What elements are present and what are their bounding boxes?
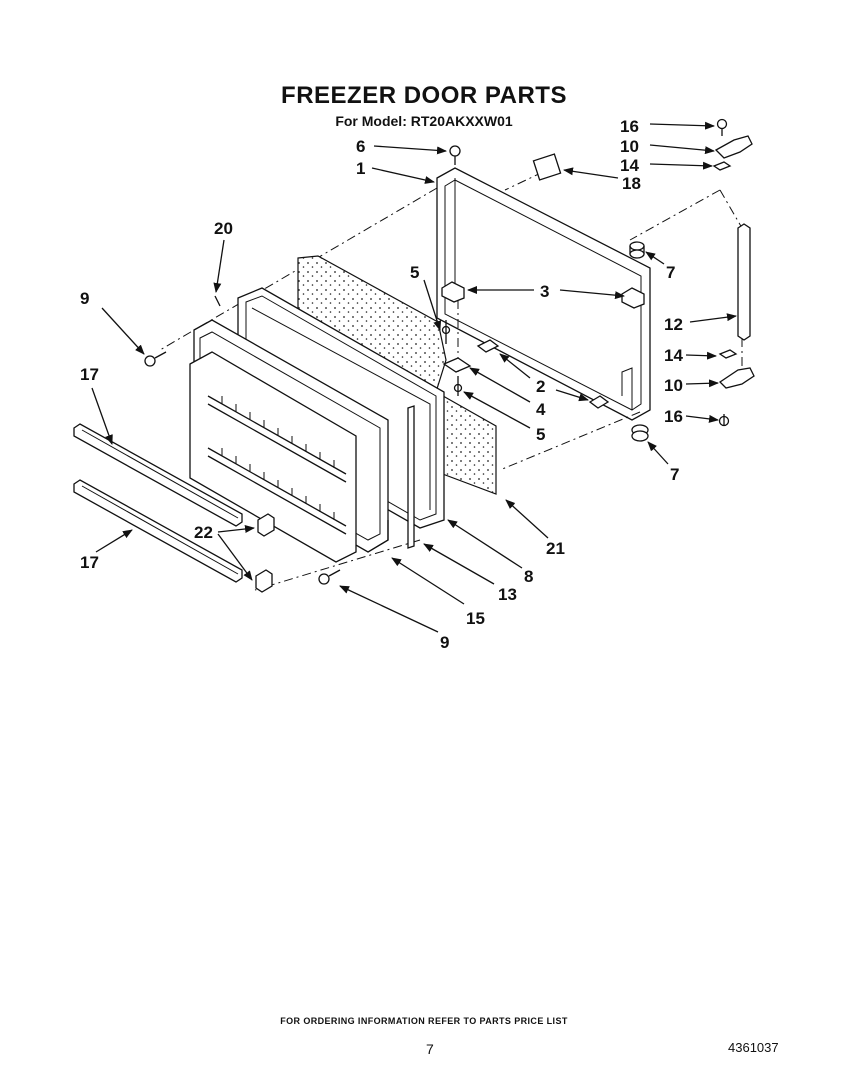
callout-10-lower: 10	[664, 376, 683, 395]
bushing-part-7-lower	[631, 424, 649, 442]
breaker-strip	[407, 405, 415, 549]
outer-door-panel	[436, 167, 651, 421]
document-number: 4361037	[728, 1040, 779, 1055]
callout-7-lower: 7	[670, 465, 679, 484]
screw-part-5-lower	[453, 376, 463, 396]
door-stop-part-2-left	[476, 339, 500, 353]
callout-6: 6	[356, 137, 365, 156]
plate-part-4	[442, 357, 472, 373]
callout-5-lower: 5	[536, 425, 545, 444]
callout-8: 8	[524, 567, 533, 586]
model-line: For Model: RT20AKXXW01	[335, 113, 513, 129]
callout-15: 15	[466, 609, 485, 628]
callout-labels: 16 10 14 18 6 1 7 20 5 3 9 12 14 17 2 10…	[80, 117, 683, 652]
callout-21: 21	[546, 539, 565, 558]
shim-part-14-lower	[718, 349, 738, 359]
screw-part-6	[449, 145, 461, 165]
callout-4: 4	[536, 400, 546, 419]
page-title: FREEZER DOOR PARTS	[281, 82, 567, 109]
door-liner	[189, 319, 389, 563]
door-rail-lower	[73, 479, 243, 583]
hinge-bracket-part-3-left	[441, 281, 465, 303]
callout-13: 13	[498, 585, 517, 604]
screw-part-9-bottom	[318, 569, 341, 585]
door-stop-part-2-right	[588, 395, 610, 409]
callout-18: 18	[622, 174, 641, 193]
callout-2: 2	[536, 377, 545, 396]
handle-part-12	[737, 223, 751, 341]
callout-20: 20	[214, 219, 233, 238]
callout-16-top: 16	[620, 117, 639, 136]
liner-shelves	[207, 395, 347, 535]
callout-17-upper: 17	[80, 365, 99, 384]
screw-part-16-lower	[718, 414, 730, 427]
callout-3: 3	[540, 282, 549, 301]
callout-5-upper: 5	[410, 263, 419, 282]
leader-lines	[91, 121, 737, 633]
label-part-18	[532, 153, 562, 181]
callout-10-top: 10	[620, 137, 639, 156]
callout-9-bottom: 9	[440, 633, 449, 652]
rail-end-cap-lower	[255, 569, 273, 593]
screw-part-5-upper	[441, 320, 451, 344]
hinge-part-10-top	[714, 135, 753, 159]
rail-end-cap-upper	[257, 513, 275, 537]
screw-part-20	[214, 295, 221, 307]
bushing-part-7-top	[629, 241, 645, 259]
page-number: 7	[426, 1041, 434, 1057]
screw-part-9-left	[144, 351, 167, 367]
callout-9-left: 9	[80, 289, 89, 308]
callout-17-lower: 17	[80, 553, 99, 572]
callout-16-lower: 16	[664, 407, 683, 426]
callout-12: 12	[664, 315, 683, 334]
screw-part-16-top	[716, 118, 728, 136]
callout-22: 22	[194, 523, 213, 542]
ordering-note: FOR ORDERING INFORMATION REFER TO PARTS …	[280, 1016, 568, 1026]
hinge-bracket-part-3-right	[621, 287, 645, 309]
shim-part-14-top	[712, 161, 732, 171]
callout-7-top: 7	[666, 263, 675, 282]
callout-1: 1	[356, 159, 365, 178]
callout-14-lower: 14	[664, 346, 683, 365]
callout-14-top: 14	[620, 156, 639, 175]
hinge-part-10-lower	[718, 367, 755, 389]
